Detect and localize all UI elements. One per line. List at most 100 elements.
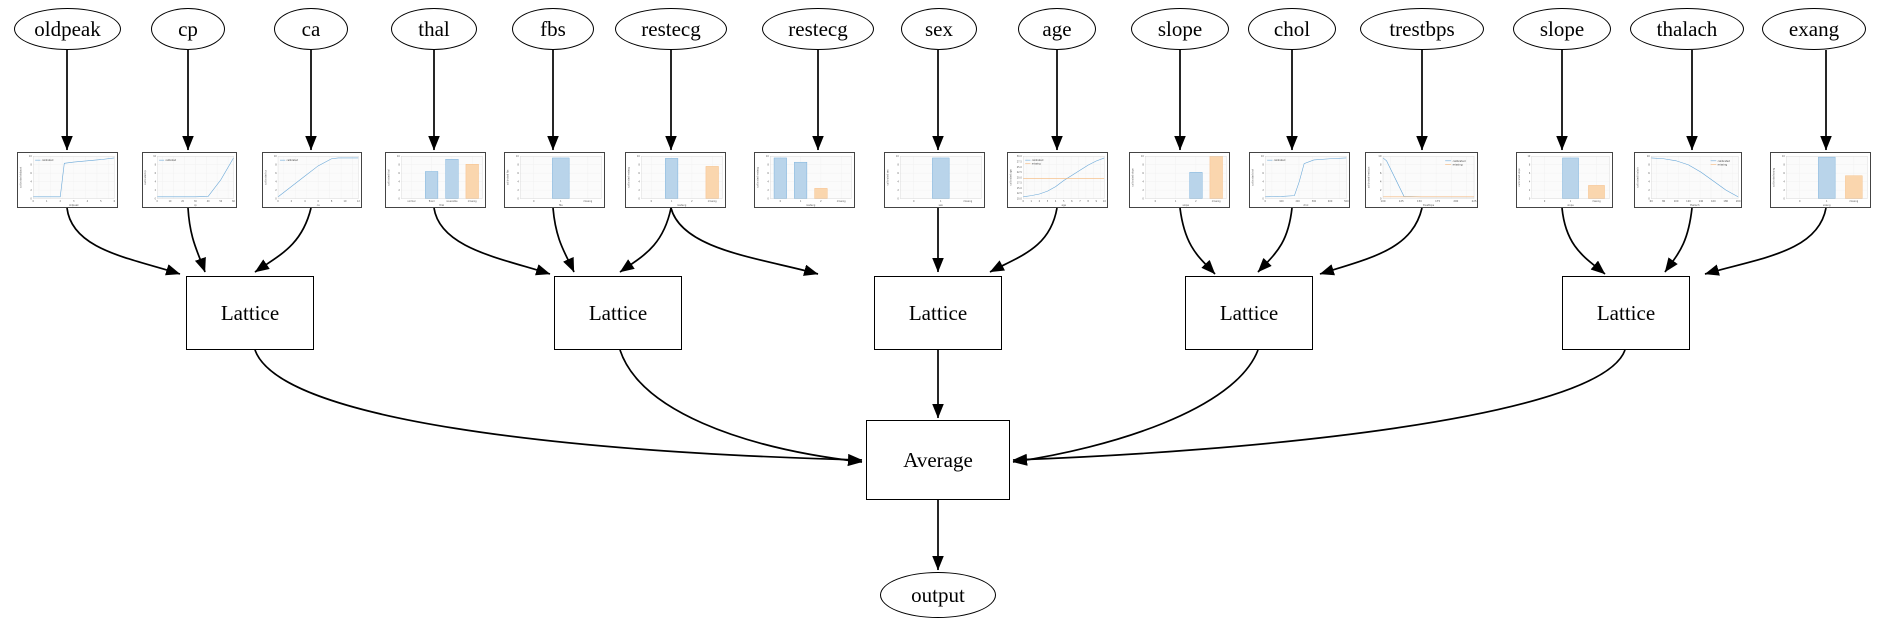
- svg-text:10: 10: [397, 155, 400, 158]
- svg-text:missing: missing: [1453, 163, 1463, 166]
- svg-text:1: 1: [800, 200, 802, 203]
- feature-node-label: oldpeak: [34, 16, 101, 41]
- svg-text:calibrated exang: calibrated exang: [1772, 167, 1775, 187]
- svg-text:10: 10: [637, 155, 640, 158]
- feature-node-restecg-1[interactable]: restecg: [615, 8, 727, 50]
- svg-text:2: 2: [1039, 200, 1041, 203]
- output-node[interactable]: output: [880, 572, 996, 618]
- svg-text:ca: ca: [317, 204, 320, 207]
- svg-text:0: 0: [651, 200, 653, 203]
- svg-text:8: 8: [331, 200, 333, 203]
- svg-text:0: 0: [398, 198, 400, 201]
- svg-text:0: 0: [1648, 198, 1650, 201]
- lattice-box-4[interactable]: Lattice: [1185, 276, 1313, 350]
- svg-text:200: 200: [1736, 200, 1741, 203]
- lattice-box-3[interactable]: Lattice: [874, 276, 1002, 350]
- svg-text:0: 0: [780, 200, 782, 203]
- feature-node-cp[interactable]: cp: [151, 8, 225, 50]
- svg-text:calibrated: calibrated: [1718, 160, 1731, 163]
- svg-text:2: 2: [517, 189, 519, 192]
- svg-text:10: 10: [153, 155, 156, 158]
- svg-text:slope: slope: [1567, 204, 1574, 207]
- svg-text:8: 8: [275, 164, 277, 167]
- lattice-box-2[interactable]: Lattice: [554, 276, 682, 350]
- feature-node-age[interactable]: age: [1018, 8, 1096, 50]
- feature-node-sex[interactable]: sex: [901, 8, 977, 50]
- feature-node-label: fbs: [540, 16, 566, 41]
- feature-node-slope-2[interactable]: slope: [1513, 8, 1611, 50]
- svg-text:restecg: restecg: [677, 204, 687, 207]
- svg-text:missing: missing: [1212, 200, 1221, 203]
- svg-text:sex: sex: [939, 204, 944, 207]
- svg-text:180: 180: [1723, 200, 1728, 203]
- svg-text:8: 8: [1529, 164, 1531, 167]
- svg-text:10: 10: [896, 155, 899, 158]
- svg-text:0: 0: [1799, 200, 1801, 203]
- feature-node-fbs[interactable]: fbs: [512, 8, 594, 50]
- feature-node-trestbps[interactable]: trestbps: [1360, 8, 1484, 50]
- svg-text:150: 150: [1417, 200, 1422, 203]
- feature-node-chol[interactable]: chol: [1248, 8, 1336, 50]
- svg-text:calibrated: calibrated: [1274, 159, 1286, 162]
- feature-node-label: thalach: [1656, 16, 1718, 41]
- svg-text:6: 6: [1648, 172, 1650, 175]
- lattice-box-1[interactable]: Lattice: [186, 276, 314, 350]
- svg-text:calibrated thalach: calibrated thalach: [1636, 167, 1639, 188]
- feature-node-restecg-2[interactable]: restecg: [762, 8, 874, 50]
- svg-text:20.0: 20.0: [1017, 176, 1023, 179]
- svg-text:missing: missing: [963, 200, 972, 203]
- feature-node-exang[interactable]: exang: [1762, 8, 1866, 50]
- feature-node-label: restecg: [641, 16, 701, 41]
- feature-node-oldpeak[interactable]: oldpeak: [14, 8, 121, 50]
- average-box[interactable]: Average: [866, 420, 1010, 500]
- svg-text:calibrated chol: calibrated chol: [1251, 169, 1254, 186]
- svg-text:missing: missing: [837, 200, 846, 203]
- svg-text:10: 10: [1782, 155, 1785, 158]
- svg-text:chol: chol: [1303, 204, 1308, 207]
- svg-text:10: 10: [1647, 155, 1651, 158]
- svg-text:2: 2: [1380, 189, 1382, 192]
- svg-text:6: 6: [155, 172, 157, 175]
- lattice-box-5[interactable]: Lattice: [1562, 276, 1690, 350]
- svg-text:2: 2: [60, 200, 62, 203]
- svg-text:0: 0: [277, 200, 279, 203]
- feature-node-ca[interactable]: ca: [274, 8, 348, 50]
- feature-node-label: cp: [178, 16, 198, 41]
- svg-text:6: 6: [767, 172, 769, 175]
- feature-node-thal[interactable]: thal: [391, 8, 477, 50]
- feature-node-slope-1[interactable]: slope: [1131, 8, 1229, 50]
- svg-text:100: 100: [1674, 200, 1679, 203]
- svg-text:2: 2: [1262, 189, 1264, 192]
- svg-text:2: 2: [691, 200, 693, 203]
- feature-node-thalach[interactable]: thalach: [1630, 8, 1744, 50]
- svg-text:2: 2: [638, 189, 640, 192]
- svg-text:cp: cp: [194, 204, 197, 207]
- svg-text:6: 6: [317, 200, 319, 203]
- svg-text:exang: exang: [1823, 204, 1831, 207]
- svg-text:calibrated oldpeak: calibrated oldpeak: [19, 166, 22, 188]
- svg-text:calibrated: calibrated: [165, 159, 176, 162]
- svg-text:4: 4: [1055, 200, 1057, 203]
- svg-text:1: 1: [1175, 200, 1177, 203]
- svg-text:8: 8: [1380, 164, 1382, 167]
- svg-text:10: 10: [1261, 155, 1264, 158]
- svg-text:12.5: 12.5: [1017, 192, 1023, 195]
- lattice-box-label: Lattice: [1596, 300, 1656, 325]
- svg-text:10: 10: [1141, 155, 1144, 158]
